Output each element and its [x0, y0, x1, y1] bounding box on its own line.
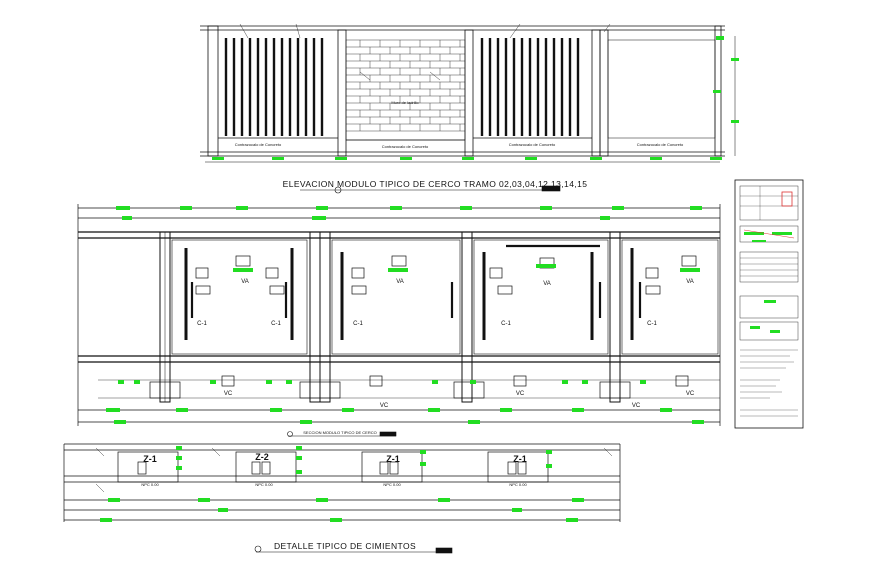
zapata-sub-2: NPC 0.00 [255, 482, 273, 487]
title-block-icon [734, 179, 804, 429]
column-label-3: C-1 [353, 321, 363, 327]
elev-base-label-4: Contrazocalo de Concreto [637, 142, 684, 147]
rebar-marks [184, 248, 634, 340]
beam-label-3: VA [543, 281, 551, 287]
foundation-title: DETALLE TIPICO DE CIMIENTOS [274, 541, 416, 551]
zapata-sub-3: NPC 0.00 [383, 482, 401, 487]
elevation-dim-markers [212, 36, 739, 160]
foundation-title-marker [254, 545, 453, 554]
footing-label-2: VC [380, 403, 389, 409]
elev-base-label-2: Contrazocalo de Concreto [382, 144, 429, 149]
plan-columns [159, 231, 621, 403]
footing-label-4: VC [632, 403, 641, 409]
footing-label-3: VC [516, 391, 525, 397]
plan-dim-markers [106, 206, 704, 424]
plan-title-marker [287, 431, 397, 437]
brick-bay [345, 39, 466, 141]
grille-bay-1 [224, 38, 324, 136]
column-label-1: C-1 [197, 321, 207, 327]
beam-label-2: VA [396, 279, 404, 285]
zapata-sub-4: NPC 0.00 [509, 482, 527, 487]
grille-bay-3 [480, 38, 580, 136]
footing-label-1: VC [224, 391, 233, 397]
brick-wall-note: Muro de ladrillo [391, 100, 419, 105]
zapata-sub-1: NPC 0.00 [141, 482, 159, 487]
zapata-label-4: Z-1 [513, 454, 527, 464]
elev-base-label-1: Contrazocalo de Concreto [235, 142, 282, 147]
column-label-2: C-1 [271, 321, 281, 327]
zapata-label-2: Z-2 [255, 452, 269, 462]
zapata-outlines [117, 451, 549, 483]
column-label-5: C-1 [647, 321, 657, 327]
elev-base-label-3: Contrazocalo de Concreto [509, 142, 556, 147]
plan-title: SECCION MODULO TIPICO DE CERCO [303, 430, 377, 435]
foundation-view [63, 443, 621, 522]
zapata-label-1: Z-1 [143, 454, 157, 464]
footing-label-5: VC [686, 391, 695, 397]
elevation-title: ELEVACION MODULO TIPICO DE CERCO TRAMO 0… [283, 179, 588, 189]
elevation-title-marker [300, 185, 561, 194]
zapata-label-3: Z-1 [386, 454, 400, 464]
column-label-4: C-1 [501, 321, 511, 327]
elevation-view [200, 23, 736, 163]
beam-label-4: VA [686, 279, 694, 285]
foundation-dim-markers [100, 446, 584, 522]
beam-label-1: VA [241, 279, 249, 285]
plan-view [77, 204, 721, 426]
